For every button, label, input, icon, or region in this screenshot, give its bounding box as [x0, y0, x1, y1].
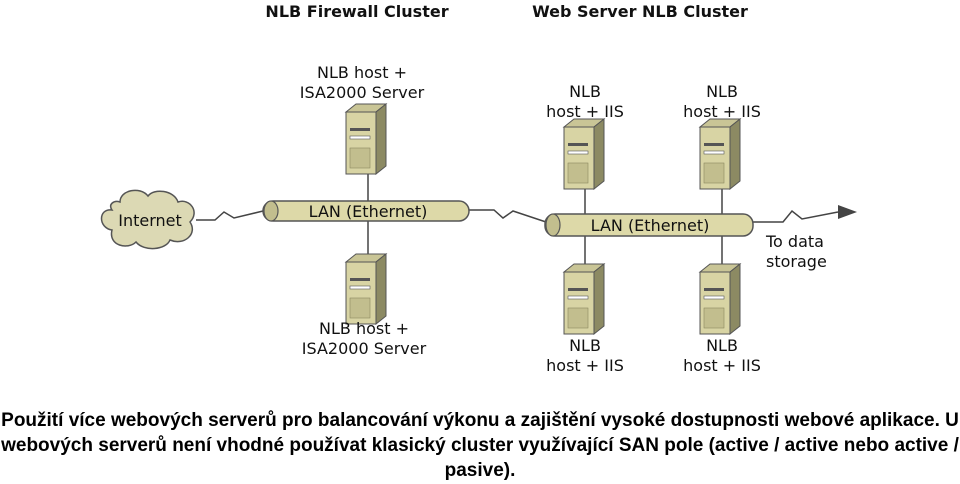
figure-caption: Použití více webových serverů pro balanc… [1, 410, 959, 481]
web-bottom-right-label-line2: host + IIS [683, 356, 761, 375]
web-top-right-label-line1: NLB [706, 82, 738, 101]
lan-to-lan-link [468, 209, 547, 223]
internet-cloud-icon: Internet [100, 189, 195, 250]
lan-right-segment: LAN (Ethernet) [544, 213, 754, 237]
fw-top-server-icon [345, 103, 387, 175]
storage-label-line2: storage [766, 252, 827, 271]
fw-top-label-line1: NLB host + [317, 63, 407, 82]
internet-to-lan-link [196, 210, 264, 221]
web-top-left-label-line2: host + IIS [546, 102, 624, 121]
web-top-left-server-icon [563, 118, 605, 190]
fw-bottom-label-line2: ISA2000 Server [302, 339, 427, 358]
storage-link [753, 209, 839, 223]
internet-label: Internet [118, 211, 182, 230]
web-top-right-label-line2: host + IIS [683, 102, 761, 121]
fw-bottom-label-line1: NLB host + [319, 319, 409, 338]
fw-top-label-line2: ISA2000 Server [300, 83, 425, 102]
web-bottom-right-server-icon [699, 263, 741, 335]
web-cluster-header: Web Server NLB Cluster [532, 2, 748, 21]
web-top-left-label-line1: NLB [569, 82, 601, 101]
web-top-right-server-icon [699, 118, 741, 190]
fw-bottom-server-icon [345, 253, 387, 325]
web-bottom-left-label-line1: NLB [569, 336, 601, 355]
web-bottom-left-label-line2: host + IIS [546, 356, 624, 375]
network-diagram: NLB Firewall Cluster Web Server NLB Clus… [100, 2, 857, 375]
lan-right-label: LAN (Ethernet) [591, 216, 710, 235]
lan-left-segment: LAN (Ethernet) [262, 200, 470, 222]
web-bottom-right-label-line1: NLB [706, 336, 738, 355]
storage-arrow-icon [838, 205, 857, 219]
storage-label-line1: To data [765, 232, 824, 251]
firewall-cluster-header: NLB Firewall Cluster [265, 2, 448, 21]
lan-left-label: LAN (Ethernet) [309, 202, 428, 221]
web-bottom-left-server-icon [563, 263, 605, 335]
